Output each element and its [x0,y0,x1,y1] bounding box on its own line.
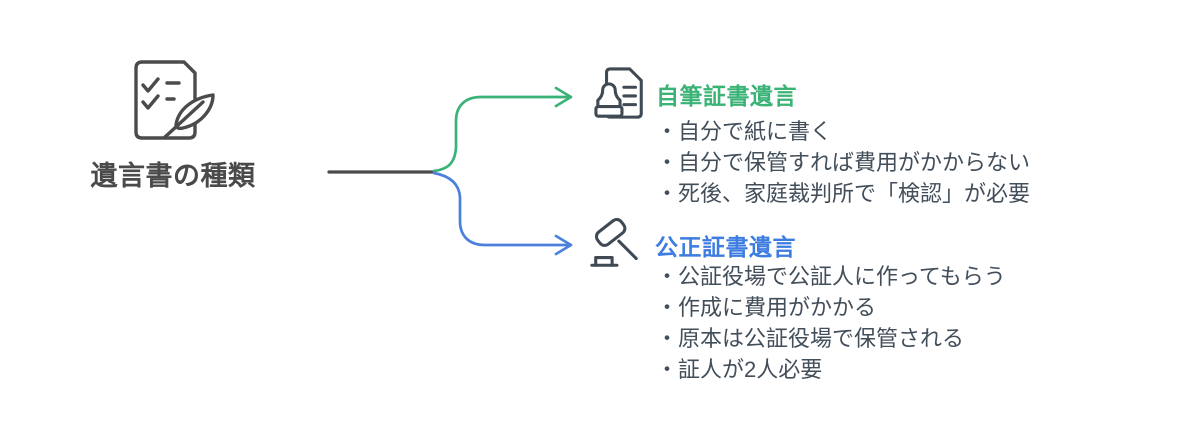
blue-arrowhead-icon [554,234,573,256]
branch-title-notarized: 公正証書遺言 [655,234,796,260]
bullet-item: ・原本は公証役場で保管される [656,326,965,351]
stamped-document-icon [594,67,643,119]
branch-holograph-will: 自筆証書遺言 ・自分で紙に書く ・自分で保管すれば費用がかからない ・死後、家庭… [594,66,1030,209]
bullet-item: ・公証役場で公証人に作ってもらう [656,264,1006,289]
document-checklist-quill-icon [134,60,215,140]
branch-notarized-header: 公正証書遺言 [588,218,1006,272]
branch-holograph-header: 自筆証書遺言 [594,66,1030,122]
green-arrowhead-icon [554,86,573,108]
branch-title-holograph: 自筆証書遺言 [656,83,797,109]
branch-notarized-bullets: ・公証役場で公証人に作ってもらう ・作成に費用がかかる ・原本は公証役場で保管さ… [588,261,1006,385]
bullet-item: ・自分で紙に書く [656,119,833,144]
bullet-item: ・死後、家庭裁判所で「検認」が必要 [656,181,1031,206]
blue-branch-line [432,171,572,247]
bullet-item: ・作成に費用がかかる [656,295,877,320]
branch-notarized-will: 公正証書遺言 ・公証役場で公証人に作ってもらう ・作成に費用がかかる ・原本は公… [588,218,1006,385]
root-label: 遺言書の種類 [90,161,256,191]
gavel-icon [590,218,638,267]
branch-holograph-bullets: ・自分で紙に書く ・自分で保管すれば費用がかからない ・死後、家庭裁判所で「検認… [594,116,1030,209]
root-node: 遺言書の種類 [63,58,283,193]
bullet-item: ・証人が2人必要 [656,357,823,382]
bullet-item: ・自分で保管すれば費用がかからない [656,150,1031,175]
green-branch-line [432,95,572,173]
